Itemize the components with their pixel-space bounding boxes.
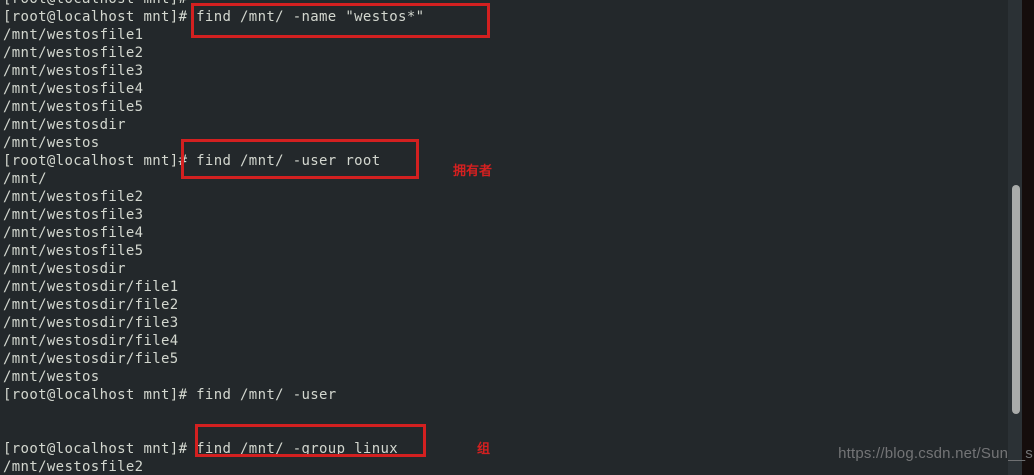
scrollbar-thumb[interactable] [1012, 185, 1020, 414]
find-name-command-box [191, 3, 490, 38]
terminal-line: /mnt/westosfile5 [3, 243, 144, 259]
terminal-line: /mnt/westosfile2 [3, 459, 144, 475]
terminal-line: /mnt/westosdir/file2 [3, 297, 179, 313]
terminal-line: [root@localhost mnt]# find /mnt/ -name "… [3, 9, 425, 25]
terminal-line: /mnt/westos [3, 369, 100, 385]
watermark-url: https://blog.csdn.net/Sun__s [838, 445, 1033, 462]
terminal-line: [root@localhost mnt]# find /mnt/ -user r… [3, 153, 381, 169]
terminal-line [3, 404, 1003, 422]
terminal-line: /mnt/westosdir/file1 [3, 279, 179, 295]
terminal-line: /mnt/westosfile4 [3, 81, 144, 97]
terminal-line: /mnt/westosfile3 [3, 63, 144, 79]
terminal-output: [root@localhost mnt]#[root@localhost mnt… [3, 0, 1003, 475]
terminal-line: [root@localhost mnt]# find /mnt/ -user [3, 387, 337, 403]
terminal-line: /mnt/westosfile3 [3, 207, 144, 223]
terminal-line: /mnt/westosfile2 [3, 189, 144, 205]
find-user-command-box [181, 139, 419, 179]
find-group-command-box [195, 424, 426, 457]
terminal-line: /mnt/westosdir [3, 261, 126, 277]
terminal-line: /mnt/westosdir/file3 [3, 315, 179, 331]
window-right-edge [1022, 0, 1034, 475]
terminal-line: /mnt/ [3, 171, 47, 187]
terminal-line: /mnt/westosfile5 [3, 99, 144, 115]
scrollbar-track[interactable] [1008, 0, 1022, 475]
terminal-line: [root@localhost mnt]# find /mnt/ -group … [3, 441, 399, 457]
terminal-line: /mnt/westosfile4 [3, 225, 144, 241]
group-label: 组 [477, 442, 491, 457]
terminal-line: /mnt/westos [3, 135, 100, 151]
terminal-line [3, 422, 1003, 440]
terminal-line: [root@localhost mnt]# [3, 0, 1003, 8]
terminal-line: /mnt/westosdir/file5 [3, 351, 179, 367]
terminal-line: /mnt/westosdir [3, 117, 126, 133]
terminal-line: /mnt/westosdir/file4 [3, 333, 179, 349]
terminal-line: /mnt/westosfile2 [3, 45, 144, 61]
terminal-line: /mnt/westosfile1 [3, 27, 144, 43]
owner-label: 拥有者 [453, 164, 493, 179]
